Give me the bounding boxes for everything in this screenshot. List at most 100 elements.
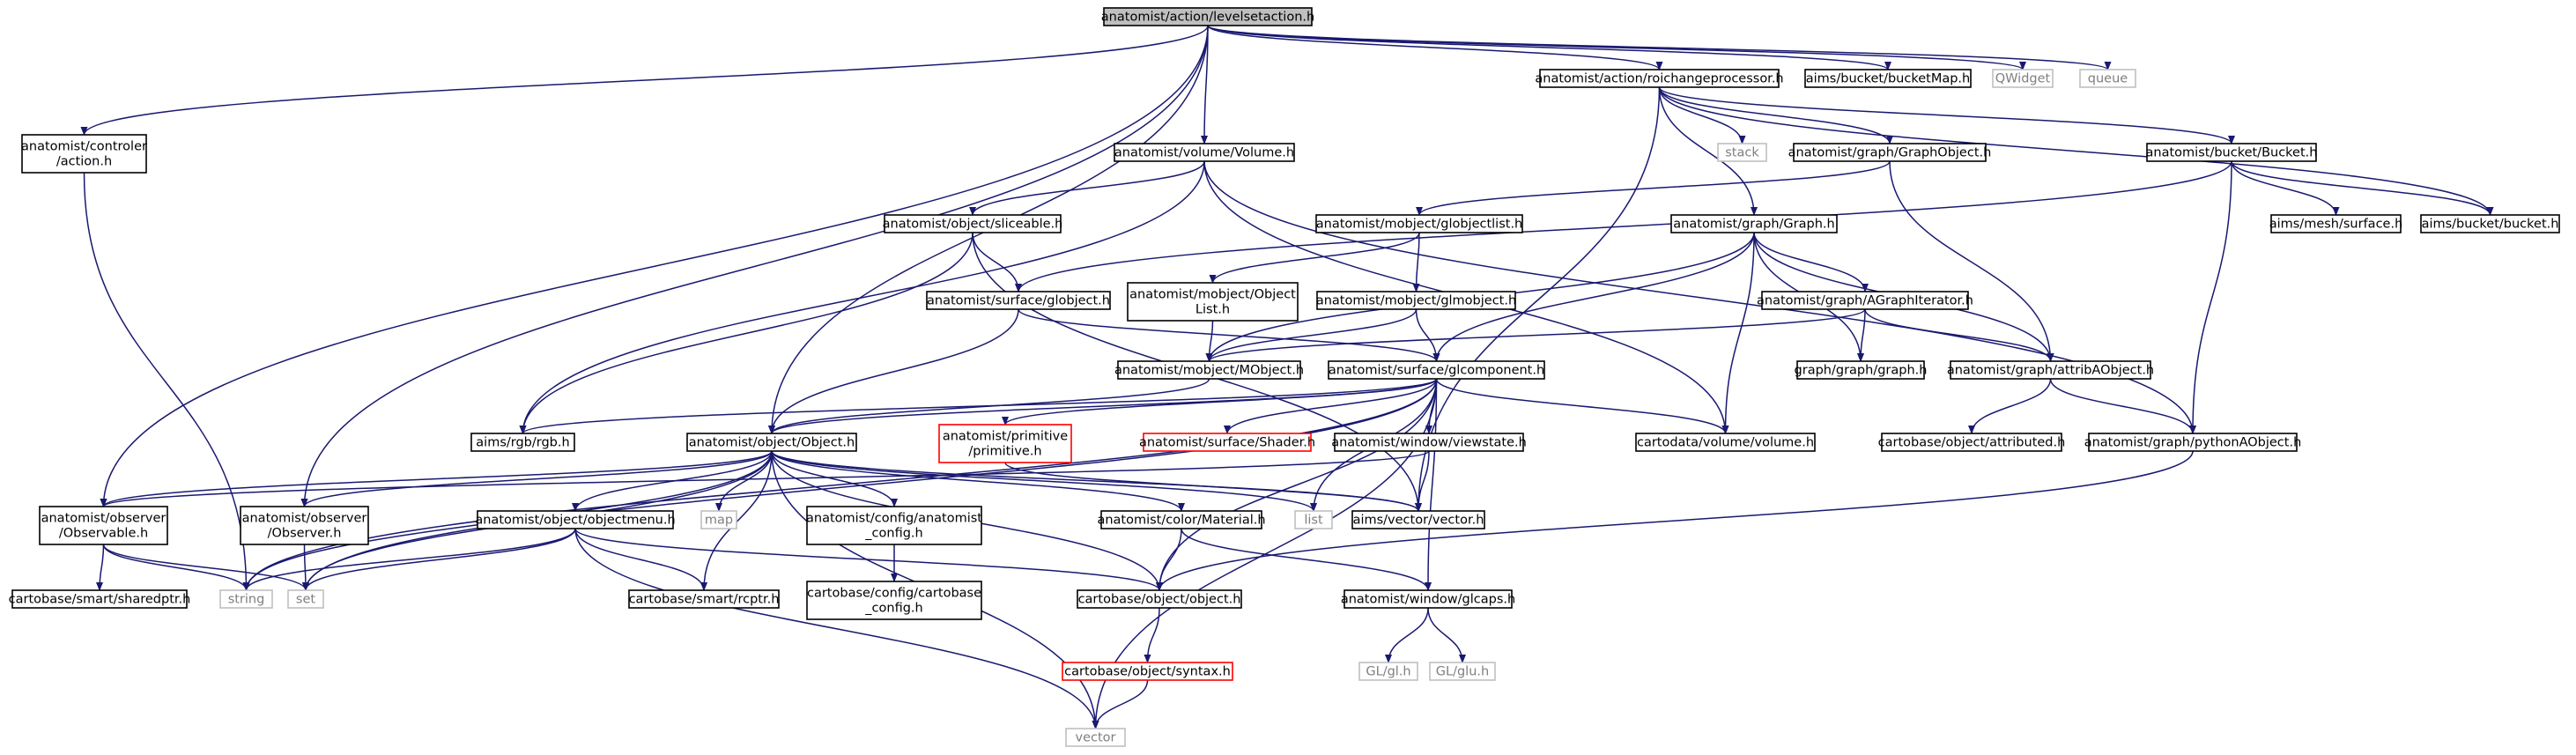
node-box: [1077, 589, 1242, 609]
node-shader[interactable]: anatomist/surface/Shader.h: [1139, 433, 1315, 452]
node-box: [1796, 360, 1925, 380]
node-glmobject[interactable]: anatomist/mobject/glmobject.h: [1316, 291, 1516, 310]
node-bucketB[interactable]: anatomist/bucket/Bucket.h: [2146, 143, 2318, 162]
node-globject[interactable]: anatomist/surface/globject.h: [926, 291, 1111, 310]
node-box: [884, 214, 1062, 233]
node-bucketlow[interactable]: aims/bucket/bucket.h: [2420, 214, 2560, 233]
node-box: [1114, 143, 1295, 162]
node-label: anatomist/mobject/MObject.h: [1114, 364, 1304, 378]
node-graphobject[interactable]: anatomist/graph/GraphObject.h: [1788, 143, 1992, 162]
node-rgb[interactable]: aims/rgb/rgb.h: [470, 433, 575, 452]
node-controler[interactable]: anatomist/controler/action.h: [21, 134, 147, 174]
node-box: [39, 506, 168, 545]
node-cartovolume[interactable]: cartodata/volume/volume.h: [1635, 433, 1816, 452]
node-box: [1950, 360, 2151, 380]
edge-agraphiter-to-graphgraph: [1857, 308, 1866, 362]
node-attributed[interactable]: cartobase/object/attributed.h: [1878, 433, 2066, 452]
node-label: anatomist/graph/GraphObject.h: [1788, 146, 1992, 160]
node-material[interactable]: anatomist/color/Material.h: [1097, 510, 1266, 529]
node-cartoobject[interactable]: cartobase/object/object.h: [1077, 589, 1242, 609]
node-agraphiter[interactable]: anatomist/graph/AGraphIterator.h: [1757, 291, 1973, 310]
node-box: [2088, 433, 2298, 452]
node-label: queue: [2088, 72, 2128, 86]
node-observable[interactable]: anatomist/observer/Observable.h: [39, 506, 168, 545]
edge-glcomponent-to-rgb: [519, 378, 1438, 434]
node-syntax[interactable]: cartobase/object/syntax.h: [1062, 662, 1233, 681]
node-box: [1793, 143, 1987, 162]
edge-glcaps-to-glh: [1385, 607, 1429, 663]
node-label: graph/graph/graph.h: [1795, 364, 1928, 378]
node-label: anatomist/mobject/glmobject.h: [1316, 294, 1516, 308]
edge-roichange-to-graphh: [1658, 86, 1758, 216]
node-sharedptr[interactable]: cartobase/smart/sharedptr.h: [9, 589, 191, 609]
edge-observable-to-set: [102, 544, 309, 591]
edge-root-to-qwidget: [1207, 25, 2026, 70]
edge-glcomponent-to-cartoobject: [1156, 378, 1438, 591]
node-attribAObject[interactable]: anatomist/graph/attribAObject.h: [1947, 360, 2154, 380]
node-objecth[interactable]: anatomist/object/Object.h: [686, 433, 857, 452]
edge-glcomponent-to-shader: [1224, 378, 1438, 434]
edge-sliceable-to-globject: [972, 232, 1022, 292]
node-box: [806, 581, 982, 620]
node-glcomponent[interactable]: anatomist/surface/glcomponent.h: [1328, 360, 1545, 380]
node-map: map: [700, 510, 737, 529]
node-box: [470, 433, 575, 452]
node-label: set: [296, 593, 315, 607]
node-cartoconfig[interactable]: cartobase/config/cartobase_config.h: [806, 581, 982, 620]
node-box: [1881, 433, 2062, 452]
node-observer[interactable]: anatomist/observer/Observer.h: [240, 506, 369, 545]
edge-objectmenu-to-rcptr: [574, 528, 707, 591]
node-rcptr[interactable]: cartobase/smart/rcptr.h: [628, 589, 780, 609]
node-graphgraph[interactable]: graph/graph/graph.h: [1795, 360, 1928, 380]
edge-objectmenu-to-cartoobject: [574, 528, 1163, 591]
edge-cartoobject-to-syntax: [1144, 607, 1160, 663]
node-box: [1344, 589, 1513, 609]
node-root[interactable]: anatomist/action/levelsetaction.h: [1101, 7, 1314, 26]
node-label: /Observable.h: [59, 527, 148, 541]
node-roichange[interactable]: anatomist/action/roichangeprocessor.h: [1535, 69, 1784, 88]
node-objectmenu[interactable]: anatomist/object/objectmenu.h: [475, 510, 676, 529]
node-label: anatomist/object/Object.h: [689, 436, 855, 450]
edge-roichange-to-graphobject: [1658, 86, 1893, 144]
node-graphh[interactable]: anatomist/graph/Graph.h: [1670, 214, 1838, 233]
node-vector: vector: [1065, 728, 1126, 747]
node-label: anatomist/surface/glcomponent.h: [1329, 364, 1544, 378]
node-box: [1334, 433, 1524, 452]
node-mobject[interactable]: anatomist/mobject/MObject.h: [1114, 360, 1304, 380]
node-box: [1100, 510, 1262, 529]
node-viewstate[interactable]: anatomist/window/viewstate.h: [1331, 433, 1527, 452]
node-label: cartobase/smart/rcptr.h: [629, 593, 780, 607]
edge-pythonAObject-to-cartoobject: [1156, 450, 2194, 591]
node-glh: GL/gl.h: [1358, 662, 1418, 681]
node-globjectlist[interactable]: anatomist/mobject/globjectlist.h: [1315, 214, 1523, 233]
node-label: GL/glu.h: [1436, 665, 1489, 679]
node-aimsvector[interactable]: aims/vector/vector.h: [1351, 510, 1485, 529]
node-box: [1315, 214, 1523, 233]
node-label: string: [228, 593, 265, 607]
edge-glcomponent-to-cartovolume: [1435, 378, 1729, 434]
node-label: /action.h: [56, 155, 112, 169]
edge-objecth-to-observer: [300, 450, 773, 507]
node-bucketMap[interactable]: aims/bucket/bucketMap.h: [1804, 69, 1972, 88]
edge-glmobject-to-mobject: [1205, 308, 1418, 362]
node-anaconfig[interactable]: anatomist/config/anatomist_config.h: [806, 506, 982, 545]
edge-graphobject-to-globjectlist: [1416, 160, 1891, 216]
edge-root-to-queue: [1207, 25, 2112, 70]
node-label: cartobase/object/attributed.h: [1878, 436, 2066, 450]
node-primitive[interactable]: anatomist/primitive/primitive.h: [938, 424, 1072, 463]
node-sliceable[interactable]: anatomist/object/sliceable.h: [883, 214, 1063, 233]
node-label: map: [705, 514, 733, 528]
node-volume[interactable]: anatomist/volume/Volume.h: [1114, 143, 1295, 162]
node-glcaps[interactable]: anatomist/window/glcaps.h: [1341, 589, 1515, 609]
node-surface[interactable]: aims/mesh/surface.h: [2269, 214, 2403, 233]
node-label: anatomist/surface/Shader.h: [1139, 436, 1315, 450]
node-box: [1717, 143, 1767, 162]
node-box: [2079, 69, 2136, 88]
edge-glcomponent-to-glcaps: [1425, 378, 1438, 591]
node-pythonAObject[interactable]: anatomist/graph/pythonAObject.h: [2084, 433, 2302, 452]
node-label: anatomist/graph/Graph.h: [1673, 218, 1834, 232]
edge-graphobject-to-attribAObject: [1889, 160, 2054, 362]
node-label: anatomist/graph/AGraphIterator.h: [1757, 294, 1973, 308]
node-list: list: [1294, 510, 1333, 529]
